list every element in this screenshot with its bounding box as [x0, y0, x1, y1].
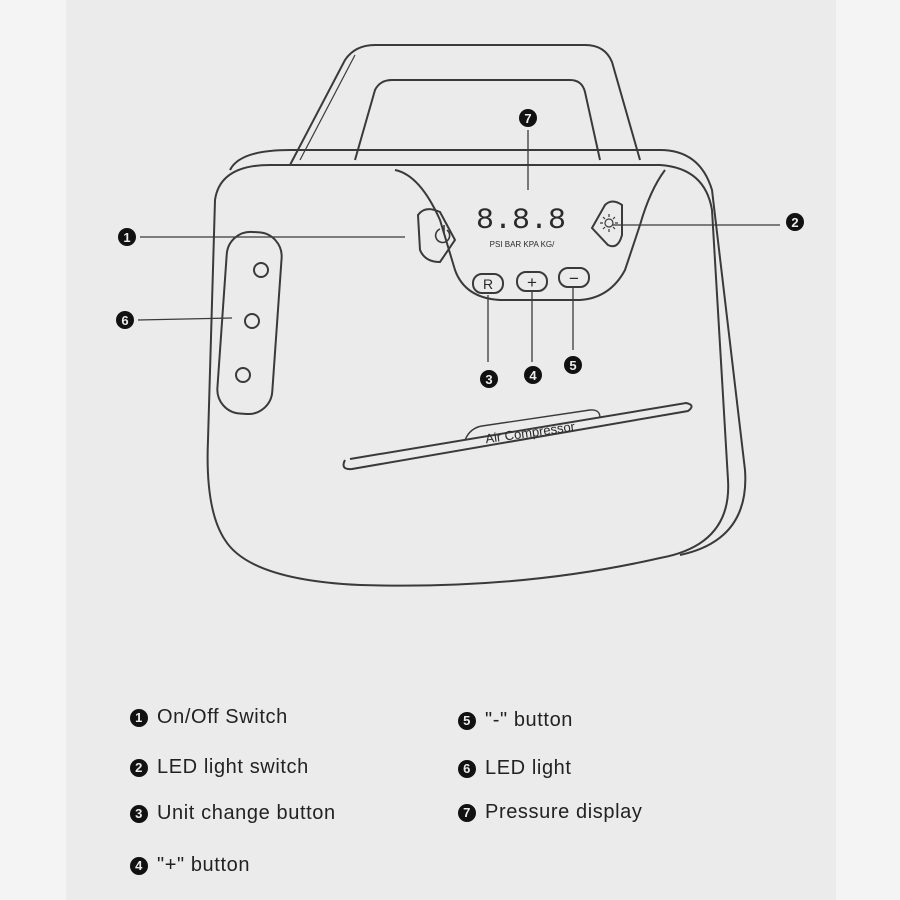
- legend-label: On/Off Switch: [157, 706, 288, 728]
- light-button-shape: [590, 200, 623, 248]
- legend-number: 5: [458, 711, 476, 730]
- callout-7: 7: [524, 111, 531, 126]
- body-back: [229, 149, 747, 556]
- r-button-shape: [472, 273, 504, 294]
- callout-4: 4: [529, 368, 537, 383]
- legend-label: Pressure display: [485, 801, 643, 823]
- led-dot: [235, 367, 251, 383]
- power-icon: [434, 225, 451, 244]
- body-front: [206, 164, 730, 587]
- minus-button-label: −: [569, 269, 579, 288]
- legend-number: 7: [458, 803, 476, 822]
- legend-item-1: 1 On/Off Switch: [130, 706, 288, 729]
- legend-label: "+" button: [157, 854, 251, 876]
- led-dot: [253, 262, 269, 278]
- pressure-display-digits: 8.8.8: [476, 204, 566, 238]
- legend-label: LED light switch: [157, 756, 309, 778]
- legend-number: 4: [130, 856, 148, 875]
- legend-item-2: 2 LED light switch: [130, 756, 309, 779]
- callout-3: 3: [485, 372, 492, 387]
- product-label: Air Compressor: [484, 419, 576, 447]
- callout-5: 5: [569, 358, 576, 373]
- legend-number: 1: [130, 708, 148, 727]
- handle: [289, 44, 641, 166]
- callout-2: 2: [791, 215, 798, 230]
- legend-label: Unit change button: [157, 802, 336, 824]
- legend-number: 3: [130, 804, 148, 823]
- legend-item-3: 3 Unit change button: [130, 802, 336, 825]
- plus-button-label: +: [527, 273, 537, 292]
- legend-label: "-" button: [485, 709, 574, 731]
- control-panel: [394, 169, 666, 301]
- legend-item-7: 7 Pressure display: [458, 801, 642, 824]
- power-button-shape: [416, 208, 457, 264]
- legend-number: 2: [130, 758, 148, 777]
- led-dot: [244, 313, 260, 329]
- callout-6: 6: [121, 313, 128, 328]
- callout-1: 1: [123, 230, 130, 245]
- sun-icon: [600, 214, 618, 232]
- legend-item-6: 6 LED light: [458, 757, 572, 780]
- legend-number: 6: [458, 759, 476, 778]
- minus-button-shape: [558, 267, 590, 288]
- legend-item-4: 4 "+" button: [130, 854, 250, 877]
- slot: [342, 401, 693, 471]
- plus-button-shape: [516, 271, 548, 292]
- led-strip: [216, 230, 283, 416]
- r-button-label: R: [483, 276, 493, 292]
- legend-label: LED light: [485, 757, 572, 779]
- unit-labels: PSI BAR KPA KG/: [490, 240, 556, 249]
- legend-item-5: 5 "-" button: [458, 709, 573, 732]
